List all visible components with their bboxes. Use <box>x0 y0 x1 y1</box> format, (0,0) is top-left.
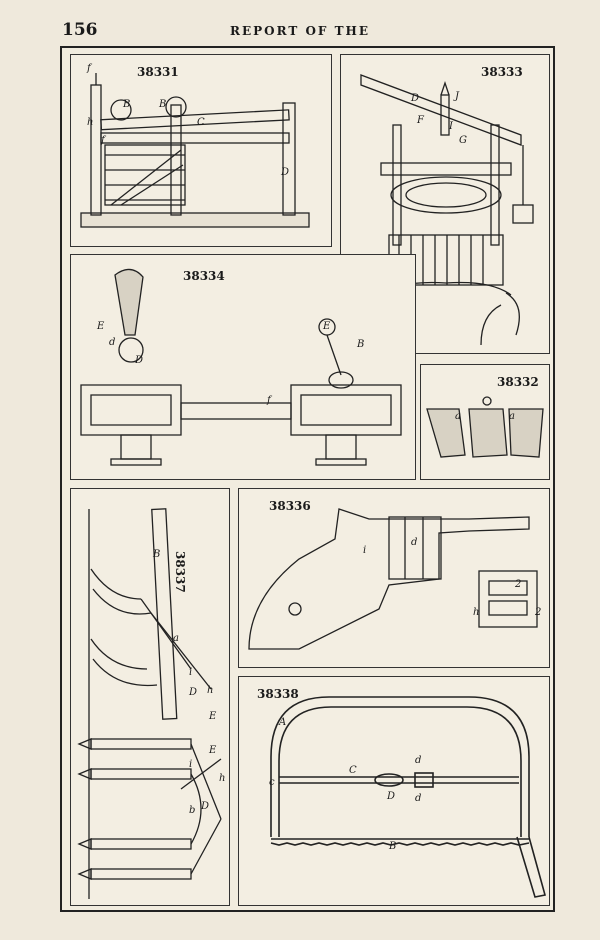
label-d: D <box>135 355 144 366</box>
label-b: B <box>159 99 167 110</box>
revolver-illustration <box>248 508 538 650</box>
label-a: a <box>509 411 515 422</box>
label-f: F <box>417 115 424 126</box>
label-i: i <box>363 545 367 556</box>
label-b: b <box>189 805 196 816</box>
label-c: C <box>349 765 357 776</box>
label-d: d <box>415 793 422 804</box>
label-e: E <box>209 711 217 722</box>
label-h: h <box>473 607 480 618</box>
label-a: a <box>173 633 179 644</box>
figure-38332-panel: 38332 a a <box>420 364 550 480</box>
page-number: 156 <box>62 20 98 40</box>
label-b: B <box>123 99 131 110</box>
label-i: I <box>449 121 453 132</box>
label-e: E <box>323 321 331 332</box>
patent-plate: 38331 f B B h C f D 38333 <box>60 46 555 912</box>
label-a: a <box>455 411 461 422</box>
figure-38331-panel: 38331 f B B h C f D <box>70 54 332 247</box>
label-a: A <box>279 717 287 728</box>
label-f: f <box>267 395 271 406</box>
label-c: c <box>269 777 275 788</box>
valve-illustration <box>80 268 402 466</box>
label-b: B <box>389 841 397 852</box>
label-d: d <box>415 755 422 766</box>
figure-number: 38332 <box>497 375 539 389</box>
label-d: D <box>189 687 198 698</box>
figure-number: 38336 <box>269 499 311 513</box>
label-e: E <box>209 745 217 756</box>
label-d: D <box>201 801 210 812</box>
label-b: B <box>357 339 365 350</box>
figure-number: 38338 <box>257 687 299 701</box>
label-e: E <box>97 321 105 332</box>
figure-number: 38334 <box>183 269 225 283</box>
figure-38338-panel: 38338 A C d D d B c <box>238 676 550 906</box>
label-h: h <box>219 773 226 784</box>
label-d: d <box>109 337 116 348</box>
label-h: h <box>87 117 94 128</box>
pan-illustration <box>426 396 544 458</box>
label-2: 2 <box>535 607 542 618</box>
label-h: h <box>207 685 214 696</box>
label-c: C <box>197 117 205 128</box>
label-j: J <box>455 91 460 102</box>
label-i: i <box>189 667 193 678</box>
figure-38337-panel: 38337 B a i D E h E <box>70 488 230 906</box>
label-d: d <box>411 537 418 548</box>
cultivator-illustration <box>77 508 222 899</box>
figure-number: 38333 <box>481 65 523 79</box>
label-i: i <box>189 759 193 770</box>
label-d: D <box>281 167 290 178</box>
gate-illustration <box>80 73 310 228</box>
label-f: f <box>87 63 91 74</box>
figure-38336-panel: 38336 i d 2 h 2 <box>238 488 550 668</box>
label-2: 2 <box>515 579 522 590</box>
label-g: G <box>459 135 467 146</box>
running-head: REPORT OF THE <box>229 24 371 38</box>
bow-saw-illustration <box>270 696 546 898</box>
figure-number: 38331 <box>137 65 179 79</box>
label-b: B <box>153 549 161 560</box>
label-d: D <box>411 93 420 104</box>
label-d: D <box>387 791 396 802</box>
figure-38334-panel: 38334 E d D E B f <box>70 254 416 480</box>
label-f: f <box>101 135 105 146</box>
cider-press-illustration <box>360 74 534 346</box>
